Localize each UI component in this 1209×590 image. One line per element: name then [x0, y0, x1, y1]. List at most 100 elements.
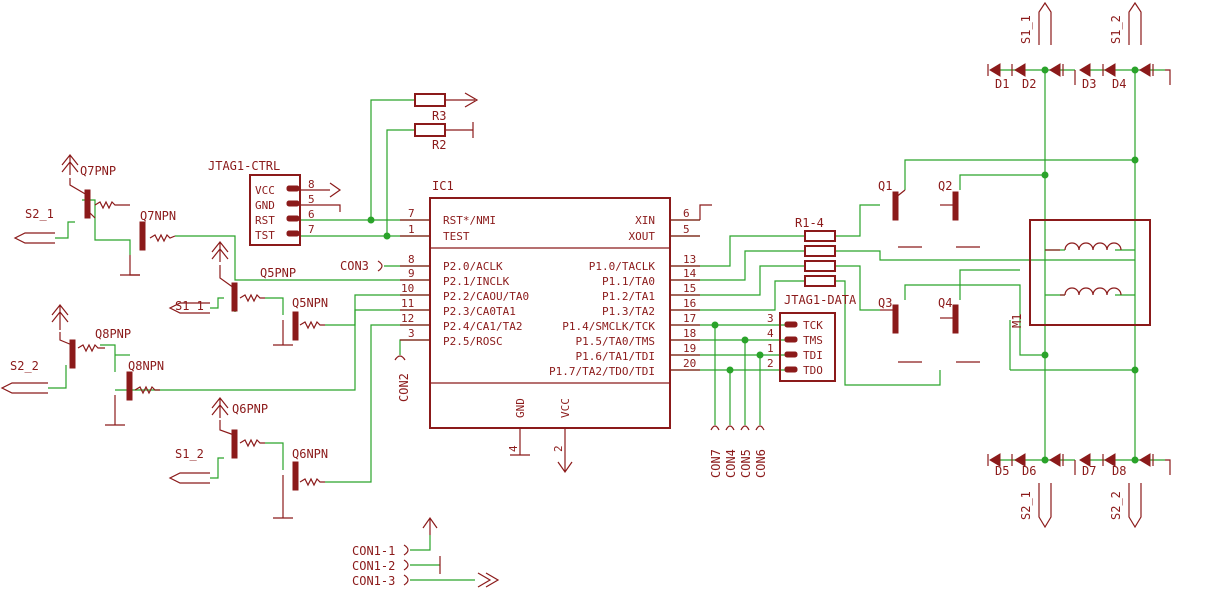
- ic1-pin-number: 5: [683, 223, 690, 236]
- transistor-label: Q6NPN: [292, 447, 328, 461]
- jtag-test-connectors[interactable]: CON7 CON4 CON5 CON6: [709, 425, 768, 478]
- vcc-arrow-icon: [61, 154, 79, 175]
- diode-label: D7: [1082, 464, 1096, 478]
- diode-bank-top[interactable]: D1 D2 D3 D4: [987, 63, 1171, 91]
- ic1-pin-number: 7: [408, 207, 415, 220]
- jtag-data-pin-number: 2: [767, 357, 774, 370]
- resistor-array-r1-4[interactable]: R1-4: [795, 216, 836, 287]
- jtag-data-pin-number: 4: [767, 327, 774, 340]
- transistor-label: Q7PNP: [80, 164, 116, 178]
- vcc-arrow-icon: [329, 182, 342, 198]
- jtag-ctrl-name: JTAG1-CTRL: [208, 159, 280, 173]
- vcc-arrow-icon: [51, 304, 69, 330]
- connector-label: S1_1: [175, 299, 204, 313]
- ic1-pin-number: 13: [683, 253, 696, 266]
- ic1-pin-label: P2.0/ACLK: [443, 260, 503, 273]
- jtag-data-pin-label: TCK: [803, 319, 823, 332]
- jtag-ctrl-header[interactable]: JTAG1-CTRL VCC GND RST TST 8 5 6 7: [208, 159, 342, 246]
- jtag-data-pin-number: 3: [767, 312, 774, 325]
- jtag-data-pin-label: TDI: [803, 349, 823, 362]
- con2-connector[interactable]: CON2: [394, 355, 411, 402]
- ic1-pin-number: 10: [401, 282, 414, 295]
- connector-label: S2_1: [25, 207, 54, 221]
- ic1-pin-label: RST*/NMI: [443, 214, 496, 227]
- jtag-ctrl-pin-number: 5: [308, 193, 315, 206]
- ic1-pin-number: 4: [507, 445, 520, 452]
- connector-label: S2_2: [10, 359, 39, 373]
- ic1-pin-label: P1.7/TA2/TDO/TDI: [549, 365, 655, 378]
- resistor-r2[interactable]: R2: [414, 122, 474, 152]
- s2-2-output-port[interactable]: [1128, 483, 1142, 529]
- ic1[interactable]: IC1 RST*/NMI TEST P2.0/ACLK P2.1/INCLK P…: [400, 179, 712, 474]
- connector-label: CON7: [709, 449, 723, 478]
- motor-output-ports[interactable]: S1_1 S1_2 S2_1 S2_2: [1019, 1, 1142, 529]
- transistor-label: Q1: [878, 179, 892, 193]
- ic1-pin-label: P2.4/CA1/TA2: [443, 320, 522, 333]
- q7-driver-cluster[interactable]: Q7PNP Q7NPN S2_1: [13, 154, 176, 276]
- jtag-ctrl-pin-label: VCC: [255, 184, 275, 197]
- resistor-label: R1-4: [795, 216, 824, 230]
- q8-driver-cluster[interactable]: Q8PNP Q8NPN S2_2: [0, 304, 164, 426]
- jtag-ctrl-pin-label: GND: [255, 199, 275, 212]
- diode-label: D8: [1112, 464, 1126, 478]
- ic1-pin-number: 20: [683, 357, 696, 370]
- s1-1-output-port[interactable]: [1038, 1, 1052, 45]
- jtag-ctrl-pin-number: 6: [308, 208, 315, 221]
- transistor-label: Q5PNP: [260, 266, 296, 280]
- ic1-pin-number: 18: [683, 327, 696, 340]
- transistor-label: Q7NPN: [140, 209, 176, 223]
- diode-label: D3: [1082, 77, 1096, 91]
- vcc-arrow-icon: [477, 572, 500, 588]
- ic1-pin-label: P1.0/TACLK: [589, 260, 656, 273]
- ic1-pin-label: P1.6/TA1/TDI: [576, 350, 655, 363]
- resistor-r3[interactable]: R3: [414, 92, 479, 123]
- ic1-pin-label: P1.2/TA1: [602, 290, 655, 303]
- resistor-label: R2: [432, 138, 446, 152]
- h-bridge-transistors[interactable]: Q1 Q2 Q3 Q4: [878, 179, 980, 363]
- connector-label: CON1-3: [352, 574, 395, 588]
- jtag-data-pin-label: TDO: [803, 364, 823, 377]
- ic1-pin-label: VCC: [559, 398, 572, 418]
- ic1-pin-label: P1.1/TA0: [602, 275, 655, 288]
- q5-driver-cluster[interactable]: Q5PNP Q5NPN S1_1: [168, 241, 328, 346]
- jtag-data-pin-label: TMS: [803, 334, 823, 347]
- jtag-ctrl-pin-label: TST: [255, 229, 275, 242]
- connector-label: CON2: [397, 373, 411, 402]
- vcc-arrow-icon: [464, 92, 479, 108]
- transistor-label: Q4: [938, 296, 952, 310]
- s2-1-output-port[interactable]: [1038, 483, 1052, 529]
- resistor-label: R3: [432, 109, 446, 123]
- diode-label: D4: [1112, 77, 1126, 91]
- ic1-pin-number: 11: [401, 297, 414, 310]
- wires: [48, 69, 1165, 581]
- con3-connector[interactable]: CON3: [340, 259, 383, 273]
- jtag-data-header[interactable]: JTAG1-DATA TCK TMS TDI TDO 3 4 1 2: [767, 293, 857, 382]
- ground-icon: [1165, 459, 1171, 475]
- ic1-pin-number: 2: [552, 445, 565, 452]
- ic1-pin-number: 3: [408, 327, 415, 340]
- diode-bank-bottom[interactable]: D5 D6 D7 D8: [987, 453, 1171, 478]
- vcc-arrow-icon: [422, 516, 438, 535]
- s1-2-input-port[interactable]: [168, 472, 210, 484]
- jtag-ctrl-pin-number: 8: [308, 178, 315, 191]
- con1-connector[interactable]: CON1-1 CON1-2 CON1-3: [352, 516, 500, 588]
- motor-m1[interactable]: M1: [1010, 219, 1151, 328]
- connector-label: CON4: [724, 449, 738, 478]
- diode-label: D6: [1022, 464, 1036, 478]
- connector-label: S2_2: [1109, 491, 1123, 520]
- q6-driver-cluster[interactable]: Q6PNP Q6NPN S1_2: [168, 397, 328, 519]
- s1-2-output-port[interactable]: [1128, 1, 1142, 45]
- s2-1-input-port[interactable]: [13, 232, 55, 244]
- diode-label: D2: [1022, 77, 1036, 91]
- jtag-data-name: JTAG1-DATA: [784, 293, 857, 307]
- connector-label: CON3: [340, 259, 369, 273]
- ic1-pin-label: P1.4/SMCLK/TCK: [562, 320, 655, 333]
- vcc-arrow-icon: [211, 397, 229, 418]
- connector-label: S1_1: [1019, 15, 1033, 44]
- vcc-arrow-icon: [557, 455, 573, 474]
- s2-2-input-port[interactable]: [0, 382, 48, 394]
- s1-1-input-port[interactable]: [168, 302, 210, 314]
- ic1-pin-label: P1.5/TA0/TMS: [576, 335, 655, 348]
- ic1-pin-label: TEST: [443, 230, 470, 243]
